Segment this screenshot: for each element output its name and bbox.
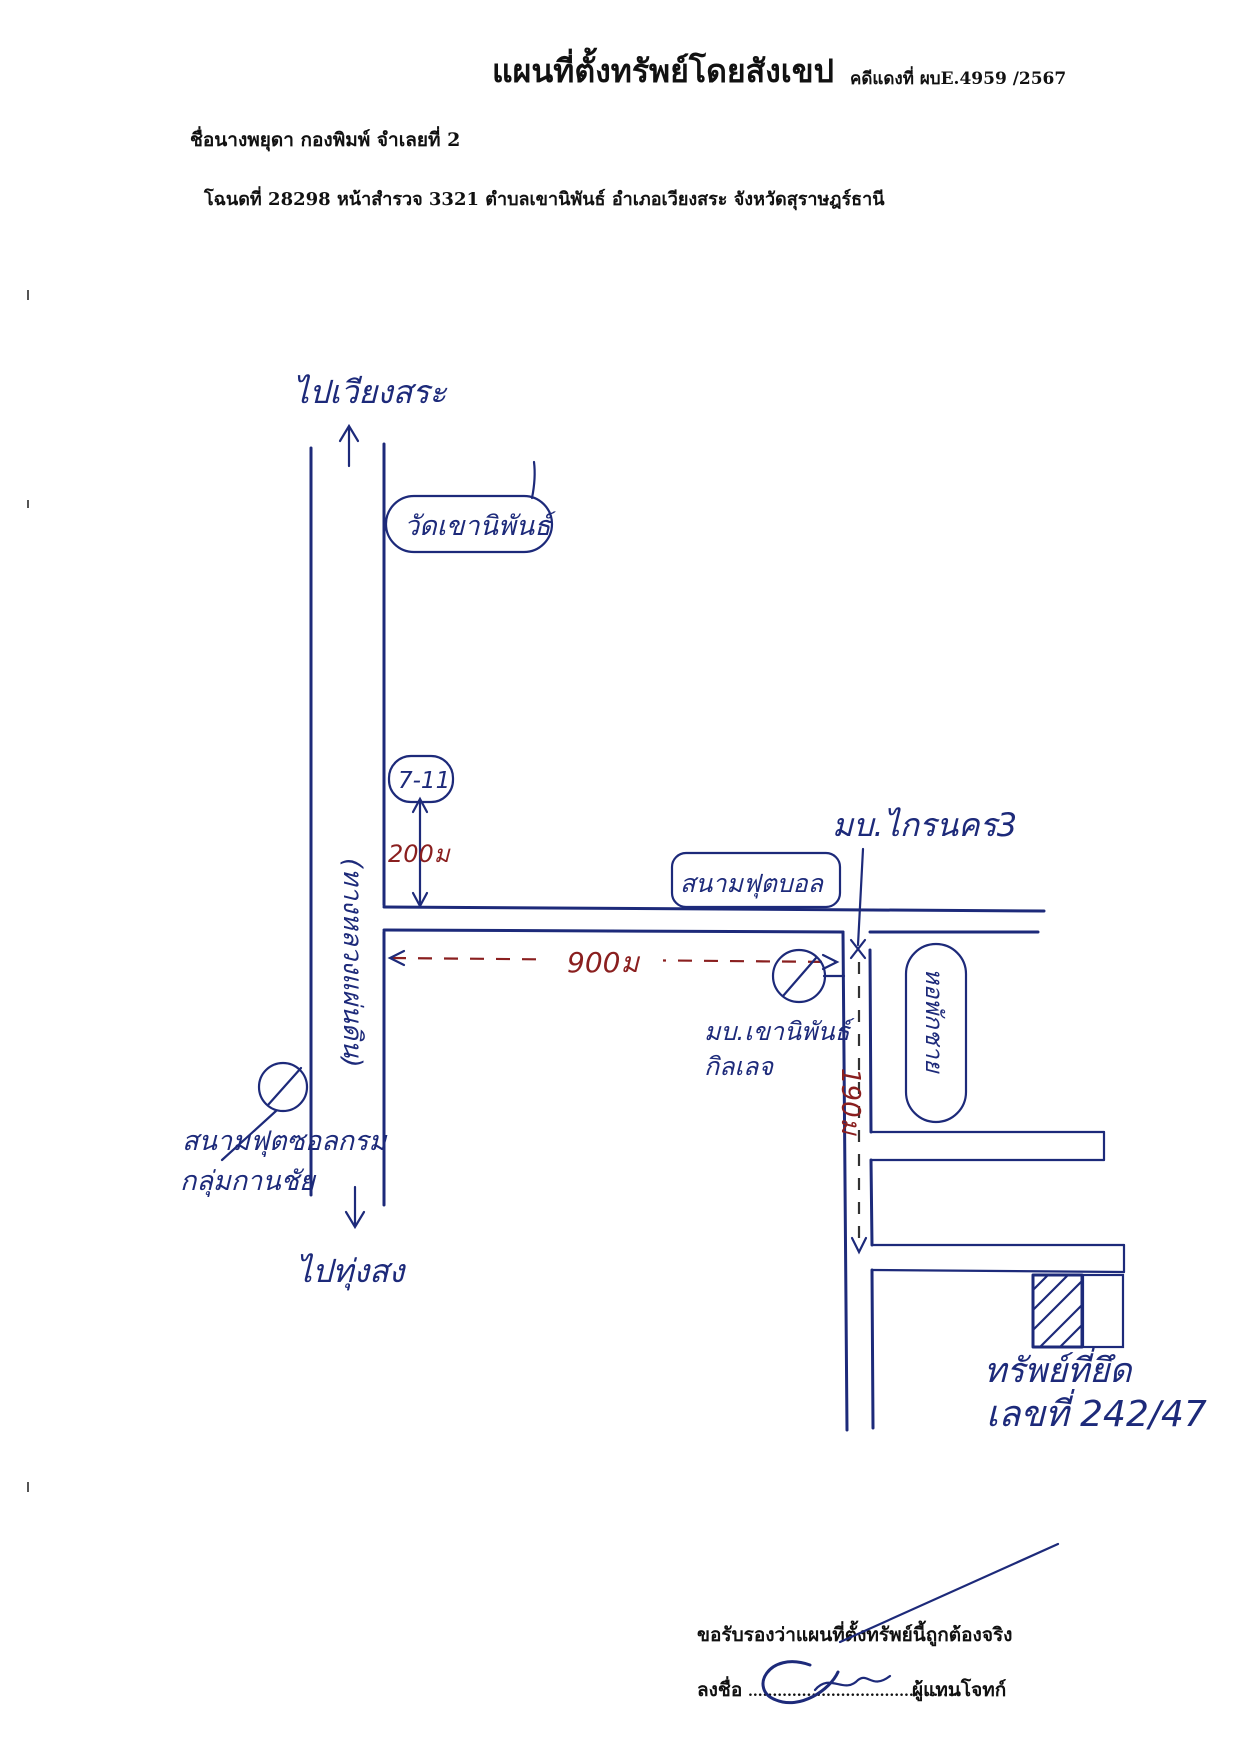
lane-distance-label: 190ม <box>835 1068 865 1137</box>
side-road-north-edge <box>382 905 1046 913</box>
side-road-distance-bg <box>543 946 663 976</box>
north-arrow-icon <box>338 423 360 468</box>
side-lane-2-bottom <box>870 1268 1126 1274</box>
temple-mark <box>530 460 536 500</box>
deed-details: โฉนดที่ 28298 หน้าสำรวจ 3321 ตำบลเขานิพั… <box>203 186 885 211</box>
south-arrow-icon <box>344 1185 366 1230</box>
property-number: เลขที่ 242/47 <box>986 1388 1207 1435</box>
property-hatch <box>1031 1273 1084 1349</box>
signature-mark <box>761 1542 1060 1705</box>
school-marker <box>257 1061 309 1113</box>
signer-role: ผู้แทนโจทก์ <box>912 1678 1006 1702</box>
field-label: สนามฟุตบอล <box>680 869 825 899</box>
lane-east-edge-mid <box>869 1158 874 1247</box>
neighbor-plot <box>1081 1273 1125 1349</box>
temple-outline <box>384 494 554 554</box>
village-mid-label-1: มบ.เขานิพันธ์ <box>704 1017 855 1046</box>
store-distance-label: 200ม <box>388 840 451 868</box>
school-label-1: สนามฟุตซอลกรม <box>182 1126 387 1158</box>
debtor-name: ชื่อนางพยุดา กองพิมพ์ จำเลยที่ 2 <box>190 126 460 152</box>
page-title: แผนที่ตั้งทรัพย์โดยสังเขป <box>492 47 834 90</box>
case-number: คดีแดงที่ ผบE.4959 /2567 <box>850 66 1066 89</box>
village-top-pointer <box>856 847 865 947</box>
side-road-distance-label: 900ม <box>567 946 640 979</box>
side-road-south-edge <box>382 928 845 934</box>
lane-east-edge-bottom <box>870 1268 875 1430</box>
highway-label: (ทางหลวงแผ่นดิน) <box>337 858 367 1068</box>
sign-dots: ........................................… <box>748 1684 958 1700</box>
certify-text: ขอรับรองว่าแผนที่ตั้งทรัพย์นี้ถูกต้องจริ… <box>697 1620 1012 1647</box>
sign-label: ลงชื่อ <box>697 1676 742 1701</box>
temple-label: วัดเขานิพันธ์ <box>404 511 557 542</box>
junction-cross-icon <box>849 938 867 960</box>
lane-east-edge-top <box>868 948 873 1134</box>
field-outline <box>670 851 842 909</box>
village-mid-label-2: กิลเลจ <box>704 1052 774 1081</box>
store-label: 7-11 <box>398 768 450 794</box>
property-label: ทรัพย์ที่ยึด <box>984 1347 1133 1391</box>
to-south-label: ไปทุ่งสง <box>296 1252 407 1291</box>
dorm-outline <box>904 942 968 1124</box>
to-north-label: ไปเวียงสระ <box>293 373 448 411</box>
school-label-2: กลุ่มกานชัย <box>180 1166 317 1198</box>
signature-slash <box>838 1542 1060 1644</box>
village-top-label: มบ.ไกรนคร3 <box>832 806 1017 844</box>
lane-west-edge <box>841 930 849 1432</box>
dorm-label: หอพักชาย <box>920 968 948 1074</box>
